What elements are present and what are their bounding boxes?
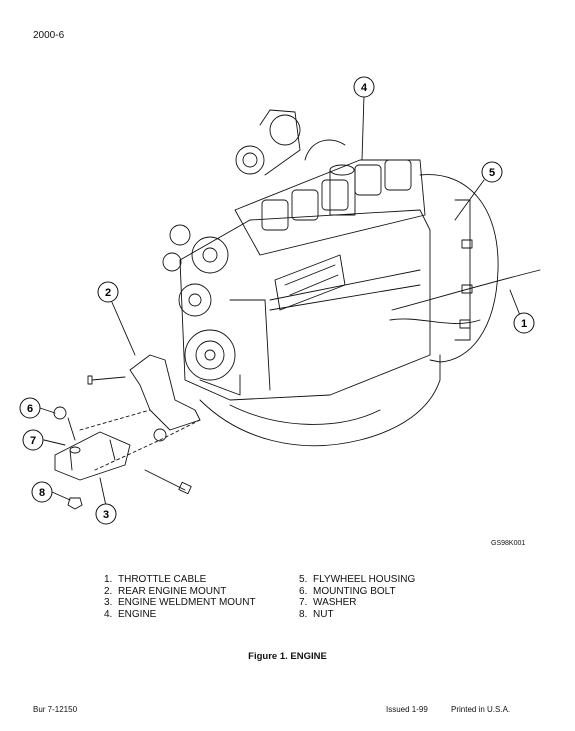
legend-item: 4.ENGINE <box>104 608 157 620</box>
engine-illustration: 4 5 1 2 6 7 8 <box>19 76 541 525</box>
svg-text:5: 5 <box>489 167 495 179</box>
svg-text:3: 3 <box>103 509 109 521</box>
flywheel-housing <box>419 174 499 363</box>
footer-doc-number: Bur 7-12150 <box>33 705 78 714</box>
svg-text:1: 1 <box>521 318 527 330</box>
drawing-code: GS98K001 <box>491 540 526 547</box>
footer-printed: Printed in U.S.A. <box>451 705 511 714</box>
engine-block <box>179 209 431 401</box>
callout-2: 2 <box>97 281 119 303</box>
svg-text:2: 2 <box>105 287 111 299</box>
svg-text:8: 8 <box>39 487 45 499</box>
turbocharger <box>235 145 265 175</box>
figure-caption: Figure 1. ENGINE <box>248 651 327 662</box>
page-number: 2000-6 <box>33 30 65 41</box>
engine-figure: 4 5 1 2 6 7 8 <box>0 60 575 560</box>
callout-4: 4 <box>353 76 375 98</box>
callout-7: 7 <box>22 429 44 451</box>
crank-pulley <box>184 329 236 381</box>
legend-item: 2.REAR ENGINE MOUNT <box>104 585 227 597</box>
callout-3: 3 <box>95 503 117 525</box>
legend-item: 5.FLYWHEEL HOUSING <box>299 574 416 585</box>
callout-1: 1 <box>513 312 535 334</box>
legend-item: 8.NUT <box>299 608 334 620</box>
callouts: 4 5 1 2 6 7 8 <box>19 76 535 525</box>
legend-item: 3.ENGINE WELDMENT MOUNT <box>104 597 256 609</box>
callout-5: 5 <box>481 161 503 183</box>
callout-6: 6 <box>19 397 41 419</box>
svg-text:6: 6 <box>27 403 33 415</box>
throttle-cable <box>391 269 541 311</box>
legend-item: 6.MOUNTING BOLT <box>299 585 396 597</box>
callout-8: 8 <box>31 481 53 503</box>
oil-pan <box>199 354 441 447</box>
legend-item: 1.THROTTLE CABLE <box>104 574 207 585</box>
legend-right: 5.FLYWHEEL HOUSING 6.MOUNTING BOLT 7.WAS… <box>299 574 415 620</box>
legend-left: 1.THROTTLE CABLE 2.REAR ENGINE MOUNT 3.E… <box>104 574 256 620</box>
injection-pump <box>274 254 346 311</box>
svg-text:4: 4 <box>361 82 368 94</box>
footer-issued: Issued 1-99 <box>386 705 428 714</box>
valve-cover <box>234 159 426 256</box>
svg-text:7: 7 <box>30 435 36 447</box>
legend-item: 7.WASHER <box>299 597 357 609</box>
rear-engine-mount <box>129 354 201 431</box>
engine-weldment-mount <box>54 431 131 481</box>
